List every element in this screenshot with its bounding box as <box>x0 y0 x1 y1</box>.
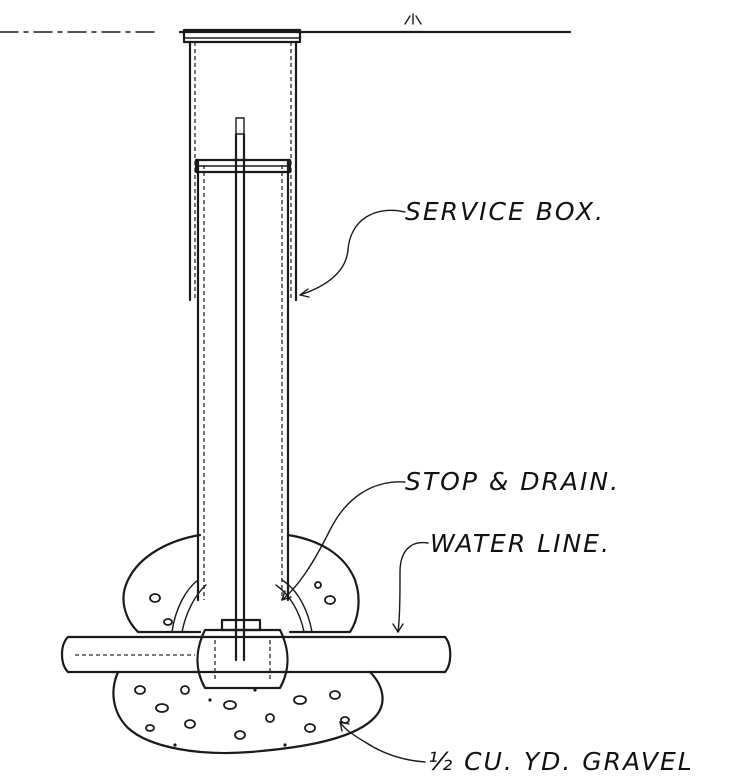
label-water-line: WATER LINE. <box>430 529 611 558</box>
label-service-box: SERVICE BOX. <box>405 197 605 226</box>
leader-stop-drain <box>281 481 406 601</box>
label-gravel: ½ CU. YD. GRAVEL <box>428 747 694 776</box>
service-box <box>182 28 302 602</box>
water-line-pipe <box>60 635 452 674</box>
ground-line <box>0 13 572 34</box>
leader-service-box <box>299 209 406 298</box>
leader-gravel <box>339 721 426 763</box>
concrete-blocking <box>122 533 360 634</box>
gravel-bed <box>112 670 384 755</box>
label-stop-drain: STOP & DRAIN. <box>405 467 620 496</box>
leader-water-line <box>392 541 429 633</box>
stop-drain-valve <box>196 618 289 690</box>
operating-rod <box>234 117 246 662</box>
